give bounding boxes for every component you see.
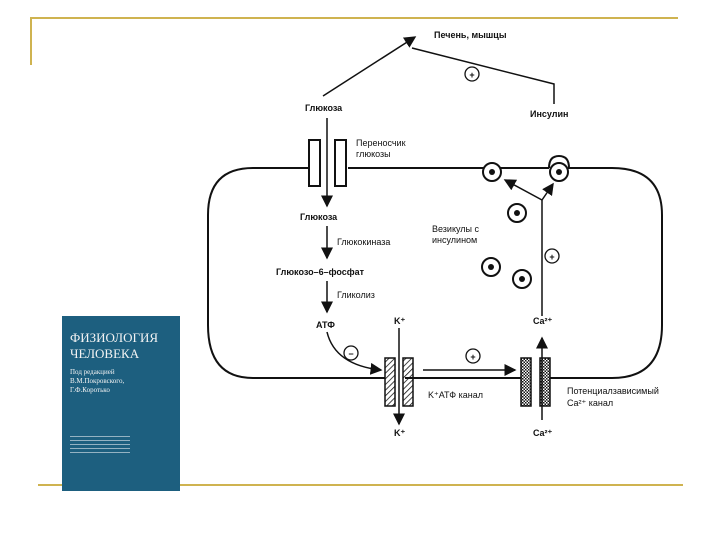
stimulation-sign-middle: [465, 348, 481, 364]
glucose-transporter-left: [308, 139, 321, 187]
katp-channel-right: [402, 357, 414, 407]
label-ca-channel-1: Потенциалзависимый: [567, 386, 659, 396]
stimulation-sign-ca: [544, 248, 560, 264]
book-title: ФИЗИОЛОГИЯ ЧЕЛОВЕКА: [70, 330, 159, 361]
label-g6p: Глюкозо–6–фосфат: [276, 267, 365, 277]
book-fine-print: [70, 436, 130, 456]
label-atp: АТФ: [316, 320, 335, 330]
label-ca-out: Ca²⁺: [533, 428, 553, 438]
glucose-transporter-right: [334, 139, 347, 187]
label-glycolysis: Гликолиз: [337, 290, 375, 300]
book-editors: Под редакцией В.М.Покровского, Г.Ф.Корот…: [70, 368, 125, 394]
label-ca-in: Ca²⁺: [533, 316, 553, 326]
slide-frame-top: [30, 17, 678, 19]
arrow-insulin-feedback: [411, 47, 555, 104]
arrow-to-liver: [322, 36, 417, 97]
slide-frame-bottom: [38, 484, 683, 486]
slide-frame-left: [30, 17, 32, 65]
ca-channel-left: [520, 357, 532, 407]
label-ca-channel-2: Ca²⁺ канал: [567, 398, 613, 408]
ca-channel-right: [539, 357, 551, 407]
label-vesicles-2: инсулином: [432, 235, 477, 245]
label-transporter-1: Переносчик: [356, 138, 406, 148]
label-glucose-in: Глюкоза: [300, 212, 338, 222]
label-glucokinase: Глюкокиназа: [337, 237, 390, 247]
label-liver-muscle: Печень, мышцы: [434, 30, 507, 40]
insulin-vesicles: [481, 162, 532, 289]
stimulation-sign-top: [464, 66, 480, 82]
label-vesicles-1: Везикулы с: [432, 224, 480, 234]
inhibition-sign: [343, 345, 359, 361]
plus-sign-top: +: [469, 70, 474, 80]
label-insulin: Инсулин: [530, 109, 568, 119]
book-cover: ФИЗИОЛОГИЯ ЧЕЛОВЕКА Под редакцией В.М.По…: [62, 316, 180, 491]
plus-sign-ca: +: [549, 252, 554, 262]
arrow-atp-inhibit: [326, 331, 383, 375]
cell-membrane: [207, 167, 663, 379]
label-katp-channel: K⁺АТФ канал: [428, 390, 483, 400]
katp-channel-left: [384, 357, 396, 407]
arrow-to-vesicle: [503, 179, 543, 201]
exocytosis-vesicle: [548, 154, 570, 169]
arrow-to-pore: [541, 182, 554, 201]
minus-sign: −: [348, 349, 353, 359]
label-k-out: K⁺: [394, 428, 405, 438]
plus-sign-middle: +: [470, 352, 475, 362]
label-k-in: K⁺: [394, 316, 405, 326]
label-transporter-2: глюкозы: [356, 149, 391, 159]
label-glucose-out: Глюкоза: [305, 103, 343, 113]
